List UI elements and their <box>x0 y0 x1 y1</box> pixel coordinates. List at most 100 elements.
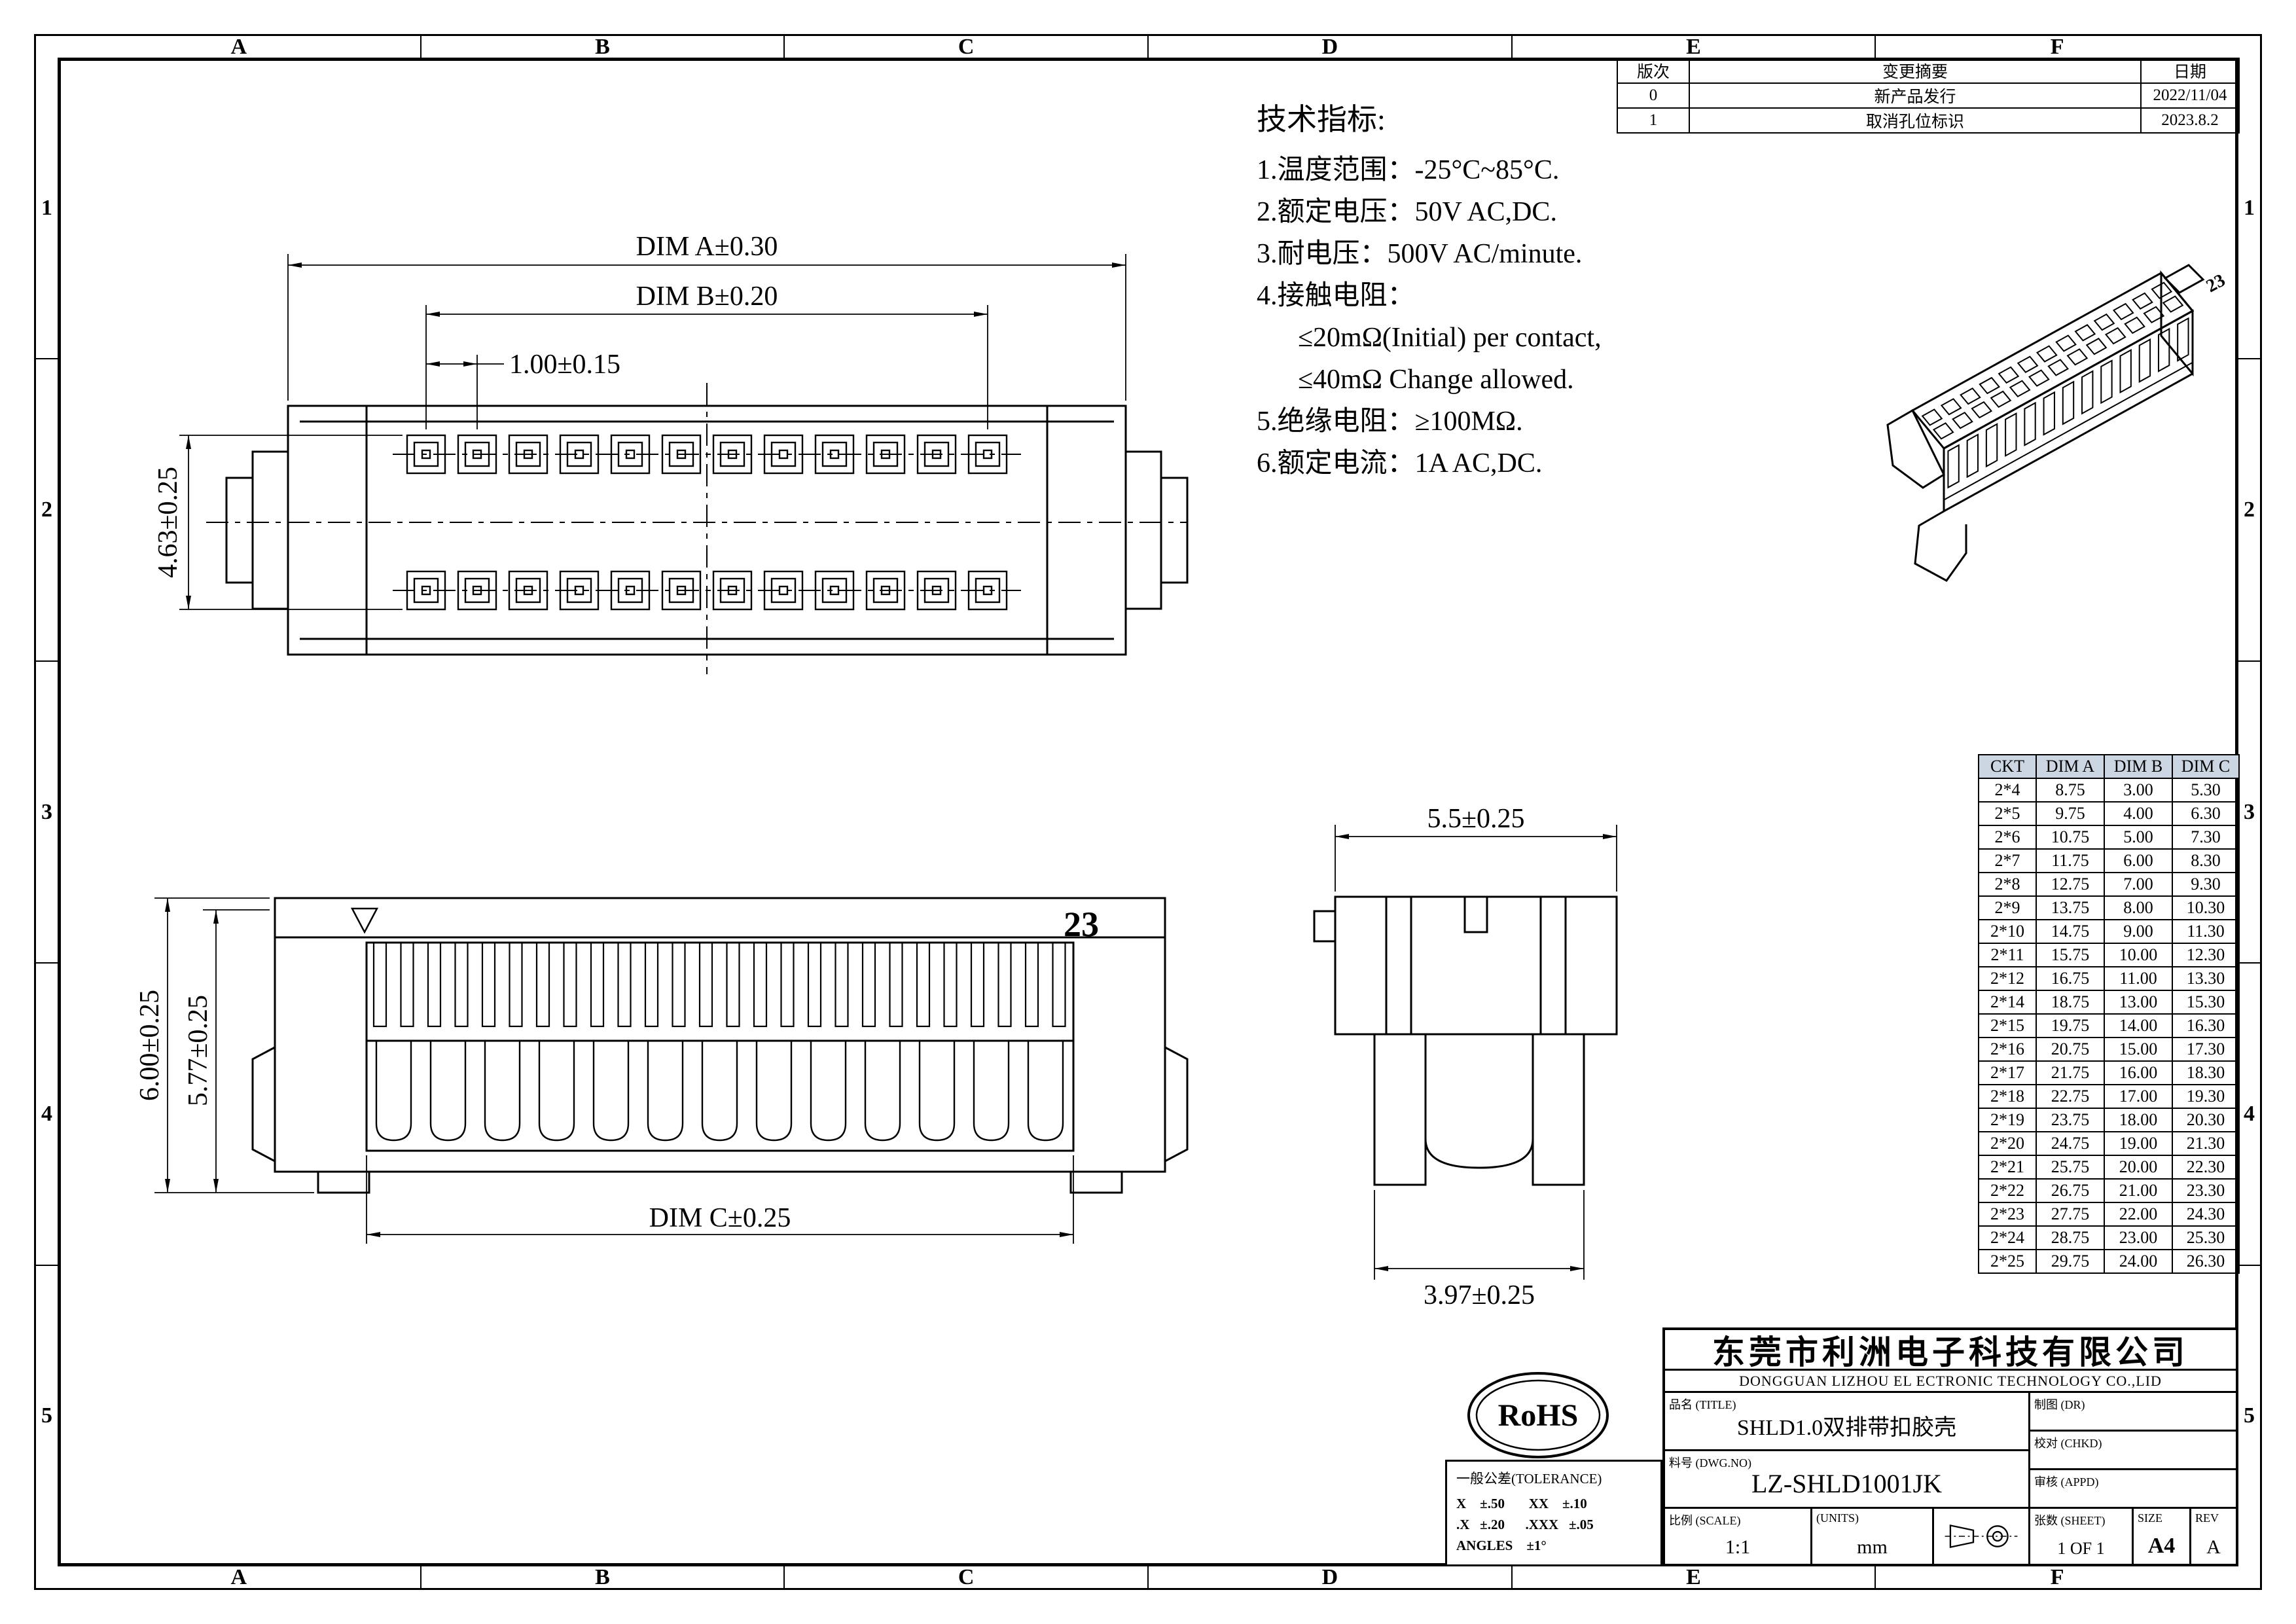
part-title-value: SHLD1.0双排带扣胶壳 <box>1736 1416 1957 1441</box>
table-cell: 6.30 <box>2172 801 2240 826</box>
inner-height-label: 5.77±0.25 <box>183 995 213 1106</box>
table-cell: 0 <box>1617 82 1690 109</box>
table-cell: 5.00 <box>2104 825 2173 850</box>
list-item: A <box>230 34 247 59</box>
revision-col-rev: 版次 <box>1617 58 1690 84</box>
list-item: ANGLES ±1° <box>1456 1538 1547 1553</box>
table-cell: 18.30 <box>2172 1060 2240 1085</box>
projection-c­ell <box>1934 1509 2028 1564</box>
drawn-by-label: 制图 (DR) <box>2034 1398 2085 1411</box>
front-view-body <box>251 897 1189 1194</box>
units-value: mm <box>1857 1536 1888 1558</box>
table-cell: 12.75 <box>2036 872 2105 897</box>
list-item: 1 <box>41 195 52 220</box>
table-cell: 26.75 <box>2036 1178 2105 1203</box>
table-cell: 2023.8.2 <box>2140 107 2240 134</box>
company-name-en: DONGGUAN LIZHOU EL ECTRONIC TECHNOLOGY C… <box>1665 1371 2236 1393</box>
list-item: E <box>1511 35 1875 59</box>
list-item: 1 <box>2244 195 2255 220</box>
list-item: C <box>783 35 1147 59</box>
side-view-dimension-lines <box>1335 825 1617 1280</box>
size-table-header-row: CKT DIM A DIM B DIM C <box>1978 754 2240 779</box>
rohs-logo: RoHS <box>1467 1372 1609 1458</box>
units-cell: (UNITS) mm <box>1812 1509 1934 1564</box>
isometric-view: 23 <box>1885 193 2265 582</box>
table-cell: 2*10 <box>1978 919 2037 944</box>
rev-cell: REV A <box>2191 1509 2236 1564</box>
list-item: C <box>783 1565 1147 1589</box>
list-item: 4 <box>2238 962 2260 1264</box>
table-cell: 15.75 <box>2036 943 2105 967</box>
table-cell: 14.75 <box>2036 919 2105 944</box>
table-cell: 22.75 <box>2036 1084 2105 1109</box>
checked-by-label: 校对 (CHKD) <box>2034 1437 2102 1450</box>
table-cell: 8.75 <box>2036 778 2105 803</box>
table-cell: 2*7 <box>1978 848 2037 873</box>
col-header-ckt: CKT <box>1978 754 2037 779</box>
list-item: 3 <box>36 660 58 962</box>
first-pin-triangle-mark <box>350 907 379 934</box>
front-view-dimension-lines <box>154 897 1074 1244</box>
title-block-left: 品名 (TITLE) SHLD1.0双排带扣胶壳 料号 (DWG.NO) LZ-… <box>1665 1393 2030 1564</box>
table-cell: 8.30 <box>2172 848 2240 873</box>
list-item: X ±.50 XX ±.10 <box>1456 1496 1587 1511</box>
table-cell: 2*6 <box>1978 825 2037 850</box>
table-cell: 29.75 <box>2036 1249 2105 1274</box>
dim-b-label: DIM B±0.20 <box>636 281 778 312</box>
table-cell: 10.30 <box>2172 895 2240 920</box>
table-cell: 9.30 <box>2172 872 2240 897</box>
table-cell: 13.00 <box>2104 990 2173 1015</box>
list-item: .X ±.20 .XXX ±.05 <box>1456 1517 1594 1532</box>
table-cell: 2022/11/04 <box>2140 82 2240 109</box>
table-cell: 2*17 <box>1978 1060 2037 1085</box>
list-item: F <box>1874 35 2238 59</box>
circuit-count-marking: 23 <box>1064 905 1099 944</box>
table-cell: 24.30 <box>2172 1202 2240 1227</box>
approved-by-label: 审核 (APPD) <box>2034 1475 2099 1489</box>
top-view-centerlines <box>206 383 1188 674</box>
table-cell: 20.75 <box>2036 1037 2105 1062</box>
rev-label: REV <box>2195 1511 2219 1525</box>
size-label: SIZE <box>2138 1511 2162 1525</box>
table-cell: 23.00 <box>2104 1225 2173 1250</box>
table-cell: 7.30 <box>2172 825 2240 850</box>
table-cell: 19.00 <box>2104 1131 2173 1156</box>
table-cell: 6.00 <box>2104 848 2173 873</box>
table-cell: 17.30 <box>2172 1037 2240 1062</box>
sheet-value: 1 OF 1 <box>2057 1539 2105 1558</box>
table-cell: 2*4 <box>1978 778 2037 803</box>
table-cell: 21.00 <box>2104 1178 2173 1203</box>
list-item: 4.接触电阻： <box>1257 281 1415 311</box>
top-view-body <box>225 405 1189 656</box>
table-cell: 24.75 <box>2036 1131 2105 1156</box>
tech-specs: 技术指标: 1.温度范围：-25°C~85°C.2.额定电压：50V AC,DC… <box>1257 96 1602 484</box>
tolerance-box: 一般公差(TOLERANCE) X ±.50 XX ±.10.X ±.20 .X… <box>1445 1460 1662 1566</box>
title-block: 东莞市利洲电子科技有限公司 DONGGUAN LIZHOU EL ECTRONI… <box>1662 1327 2238 1566</box>
drawing-number-field: 料号 (DWG.NO) LZ-SHLD1001JK <box>1665 1451 2028 1509</box>
table-cell: 2*25 <box>1978 1249 2037 1274</box>
part-title-field: 品名 (TITLE) SHLD1.0双排带扣胶壳 <box>1665 1393 2028 1451</box>
table-cell: 2*8 <box>1978 872 2037 897</box>
list-item: 2 <box>2238 358 2260 660</box>
table-cell: 2*12 <box>1978 966 2037 991</box>
list-item: A <box>230 1564 247 1589</box>
list-item: 5 <box>2238 1264 2260 1566</box>
table-cell: 25.75 <box>2036 1155 2105 1180</box>
scale-label: 比例 (SCALE) <box>1669 1514 1741 1527</box>
units-label: (UNITS) <box>1816 1511 1859 1525</box>
checked-by-field: 校对 (CHKD) <box>2030 1432 2236 1470</box>
front-view: 23 6.00±0.25 5.77±0.25 DIM C±0.25 <box>135 897 1189 1244</box>
table-cell: 2*23 <box>1978 1202 2037 1227</box>
